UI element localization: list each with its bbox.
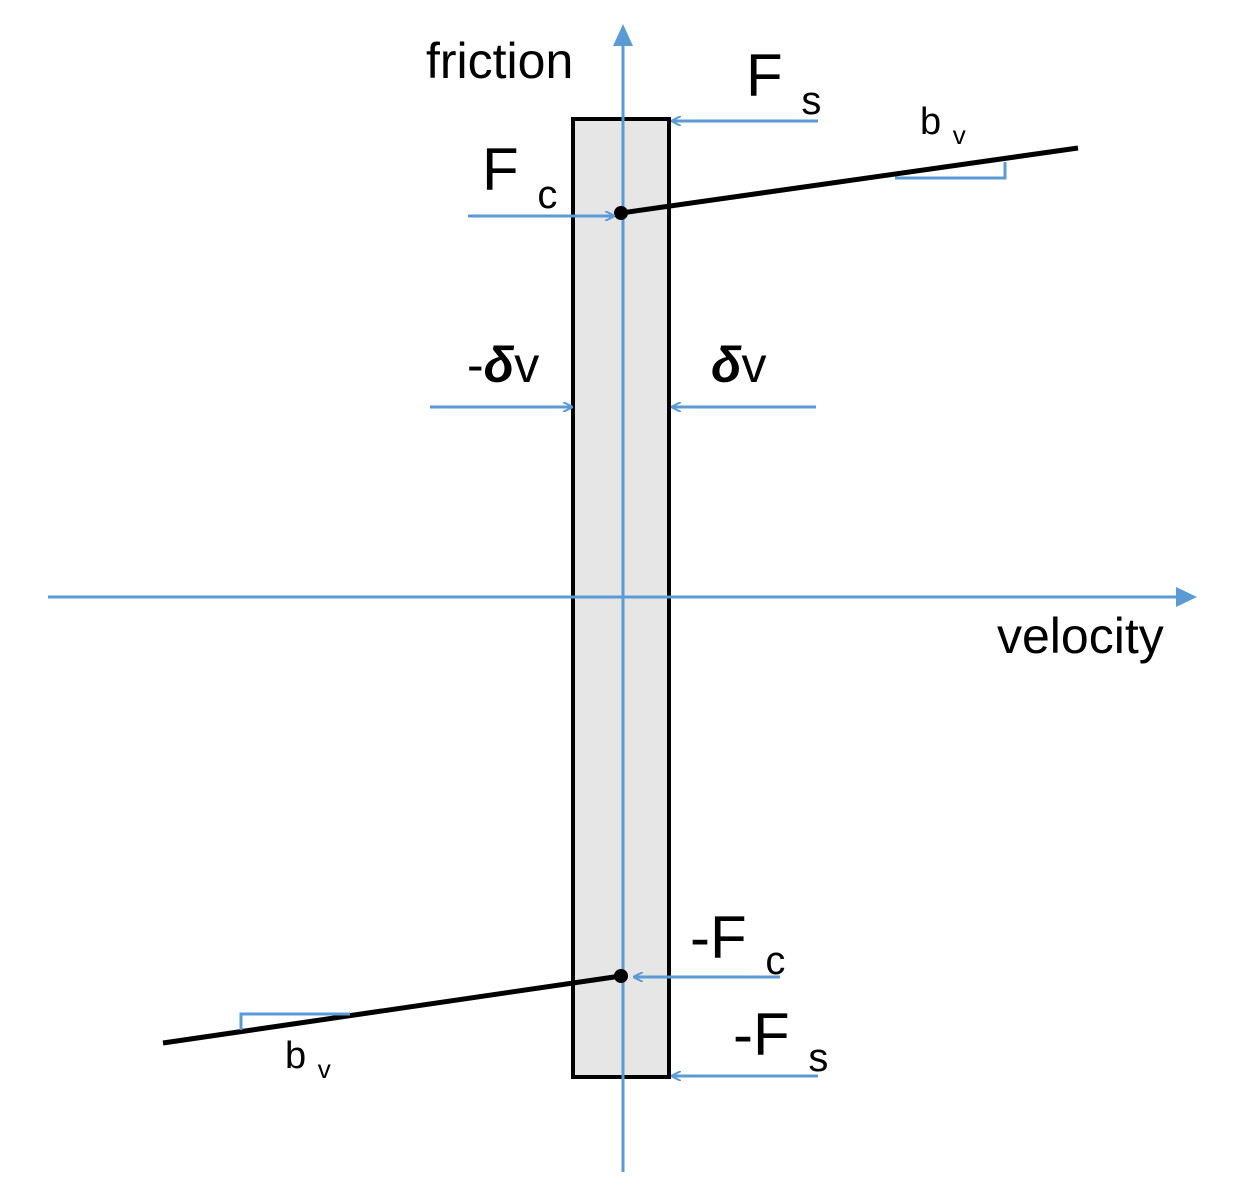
- dv-delta: δ: [711, 337, 742, 393]
- neg-fs-label-sub: s: [808, 1036, 828, 1080]
- neg-dv-sign: -: [467, 337, 484, 393]
- bv-bottom-sub: v: [318, 1054, 331, 1084]
- neg-fc-label-sub: c: [765, 939, 785, 983]
- neg-fs-label-main: -F: [733, 1001, 790, 1068]
- fc-label-sub: c: [537, 173, 557, 217]
- neg-fc-point: [614, 969, 628, 983]
- fs-label-main: F: [746, 42, 783, 109]
- velocity-axis-arrowhead: [1176, 587, 1197, 607]
- bv-slope-triangle-bottom: [239, 1012, 350, 1030]
- dv-label: δv: [711, 337, 767, 393]
- fc-label-main: F: [482, 136, 519, 203]
- negative-friction-line: [162, 973, 622, 1046]
- positive-friction-line: [620, 145, 1079, 216]
- neg-dv-label: -δv: [467, 337, 539, 393]
- neg-fc-label-main: -F: [690, 904, 747, 971]
- fc-label: F c: [482, 136, 557, 217]
- friction-axis-label: friction: [426, 33, 573, 89]
- dv-v: v: [742, 337, 767, 393]
- bv-top-main: b: [920, 101, 941, 143]
- bv-bottom-main: b: [285, 1035, 306, 1077]
- neg-dv-v: v: [514, 337, 539, 393]
- neg-fc-label: -F c: [690, 904, 785, 983]
- bv-slope-triangle-top: [895, 162, 1007, 180]
- fs-label-sub: s: [801, 79, 821, 123]
- bv-bottom-label: b v: [285, 1035, 331, 1084]
- friction-axis-arrowhead: [613, 24, 633, 46]
- neg-dv-delta: δ: [484, 337, 515, 393]
- bv-top-sub: v: [953, 120, 966, 150]
- bv-top-label: b v: [920, 101, 966, 150]
- velocity-axis-label: velocity: [997, 608, 1164, 664]
- neg-fs-label: -F s: [733, 1001, 828, 1080]
- fc-point: [614, 206, 628, 220]
- fs-label: F s: [746, 42, 821, 123]
